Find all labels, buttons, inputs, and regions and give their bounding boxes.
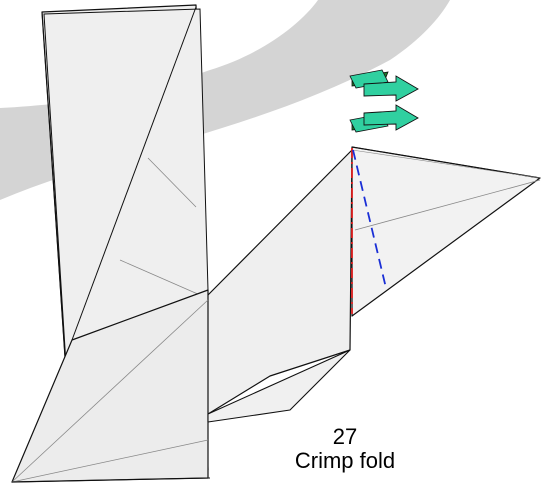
crimp-arrow-icon-bottom (349, 104, 419, 133)
step-name: Crimp fold (294, 448, 396, 473)
lower-crease (11, 299, 209, 483)
right-point-crease (354, 179, 541, 231)
right-point-crease (351, 149, 541, 179)
tall-flap-crease (119, 259, 201, 296)
bottom-step (207, 349, 351, 423)
right-point-inner-edge (351, 146, 541, 179)
step-number: 27 (332, 424, 358, 449)
crimp-arrow-icon-top (349, 69, 419, 102)
valley-fold-line (352, 149, 387, 289)
tall-flap-diagonal (71, 6, 197, 341)
tall-flap-crease (147, 157, 197, 208)
right-point (351, 146, 541, 317)
lower-crease (11, 477, 211, 483)
lower-crease (11, 439, 209, 483)
step-caption: 27 Crimp fold (255, 426, 435, 472)
